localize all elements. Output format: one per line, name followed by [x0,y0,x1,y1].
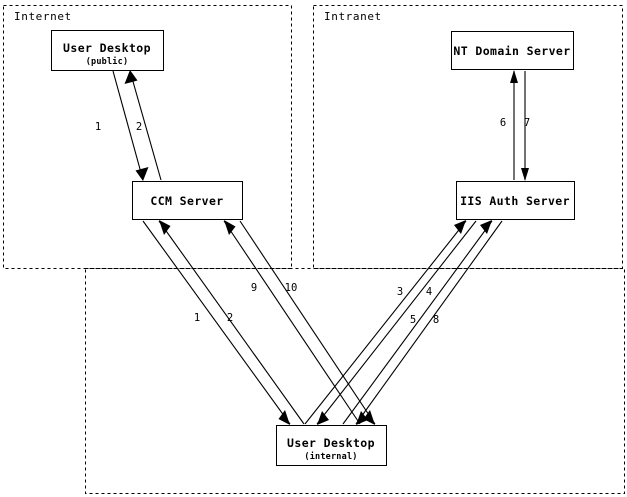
flow-line-9 [223,220,361,425]
node-iis-auth-server-box[interactable] [455,180,576,221]
flow-arrowhead-7 [521,168,529,181]
flow-arrowhead-10 [363,410,375,425]
flow-lines-group [112,70,529,425]
flow-labels-group: 1 2 6 7 1 2 9 10 3 4 5 8 [95,117,530,326]
flow-arrowhead-1-internal [278,410,290,425]
flow-label-2: 2 [136,121,142,133]
node-user-desktop-internal[interactable]: User Desktop (internal) [275,424,388,467]
flow-arrowhead-3 [454,220,466,234]
flow-line-1-internal [142,220,291,425]
flow-arrowhead-6 [510,70,518,83]
flow-label-5: 5 [410,314,416,326]
flow-label-8: 8 [433,314,439,326]
node-ccm-server-box[interactable] [131,180,244,221]
flow-label-9: 9 [251,282,257,294]
flow-line-4 [316,220,477,425]
flow-arrowhead-9 [224,220,236,235]
zone-intranet-label: Intranet [324,10,382,23]
flow-label-6: 6 [500,117,506,129]
node-user-desktop-public-box[interactable] [50,29,165,72]
flow-label-10: 10 [285,282,298,294]
flow-line-10 [239,220,376,425]
flow-line-8 [355,220,503,425]
node-nt-domain-server-box[interactable] [450,30,575,71]
node-user-desktop-internal-label: User Desktop [287,436,375,450]
node-iis-auth-server-label: IIS Auth Server [460,194,570,208]
flow-arrowhead-5 [480,220,492,234]
nodes-group: User Desktop (public) CCM Server NT Doma… [50,29,576,467]
flow-arrowhead-4 [317,411,329,425]
flow-label-3: 3 [397,286,403,298]
flow-arrowhead-2 [124,70,138,84]
zone-internal-lan-boundary [84,267,626,495]
flow-arrowhead-8 [356,411,368,425]
flow-label-7: 7 [524,117,530,129]
node-ccm-server[interactable]: CCM Server [131,180,244,221]
zone-internet-boundary [2,4,293,270]
node-user-desktop-public-label: User Desktop [63,41,151,55]
flow-line-2-internal [158,220,305,425]
node-user-desktop-public-sublabel: (public) [86,56,129,67]
node-nt-domain-server-label: NT Domain Server [453,44,570,58]
flow-arrowhead-2-internal [159,220,171,235]
flow-line-1 [112,70,144,181]
flow-label-4: 4 [426,286,432,298]
flow-label-1: 1 [95,121,101,133]
flow-line-2 [129,70,162,181]
node-ccm-server-label: CCM Server [150,194,223,208]
flow-line-3 [304,220,467,425]
node-user-desktop-public[interactable]: User Desktop (public) [50,29,165,72]
zone-internet-label: Internet [14,10,72,23]
flow-arrowhead-1 [135,167,149,181]
flow-label-2-internal: 2 [227,312,233,324]
zone-group: Internet Intranet [2,4,626,495]
node-user-desktop-internal-sublabel: (internal) [304,451,357,462]
node-iis-auth-server[interactable]: IIS Auth Server [455,180,576,221]
node-nt-domain-server[interactable]: NT Domain Server [450,30,575,71]
flow-line-5 [342,220,493,425]
flow-label-1-internal: 1 [194,312,200,324]
node-user-desktop-internal-box[interactable] [275,424,388,467]
